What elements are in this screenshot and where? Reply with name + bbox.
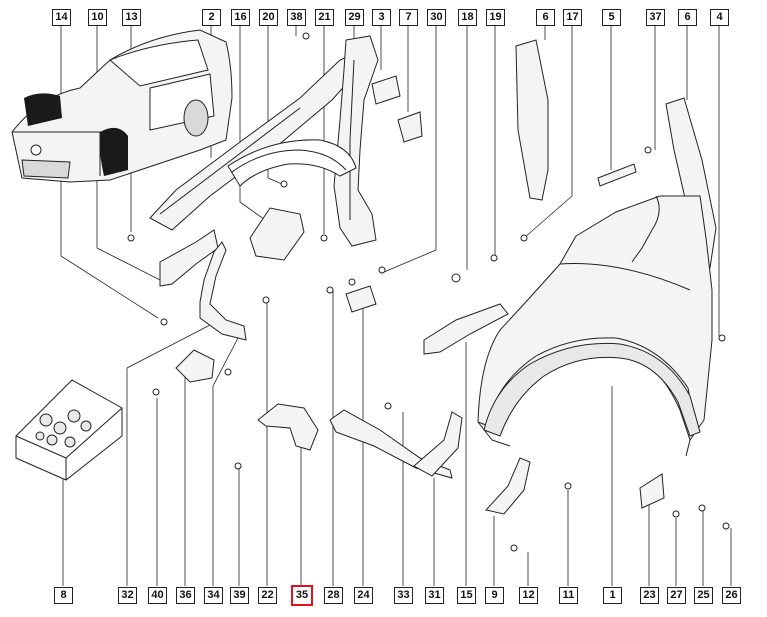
- strip-5: [597, 163, 637, 187]
- bracket-28: [345, 285, 377, 313]
- top-ref-21[interactable]: 21: [315, 9, 334, 26]
- seal-strip-6-left: [515, 39, 549, 201]
- bracket-3: [371, 75, 401, 105]
- bottom-ref-23[interactable]: 23: [640, 587, 659, 604]
- bottom-ref-11[interactable]: 11: [559, 587, 578, 604]
- bracket-9: [485, 457, 531, 515]
- bottom-ref-35[interactable]: 35: [291, 585, 313, 606]
- top-ref-18[interactable]: 18: [458, 9, 477, 26]
- wheel-arch-trim: [483, 342, 701, 437]
- bracket-23: [639, 473, 665, 509]
- bracket-15: [423, 303, 509, 355]
- bottom-ref-27[interactable]: 27: [667, 587, 686, 604]
- bottom-ref-28[interactable]: 28: [324, 587, 343, 604]
- top-ref-6-left[interactable]: 6: [536, 9, 555, 26]
- fastener-kit-box: [15, 379, 123, 481]
- bottom-ref-8[interactable]: 8: [54, 587, 73, 604]
- bottom-ref-36[interactable]: 36: [176, 587, 195, 604]
- bracket-10: [159, 229, 219, 287]
- bottom-ref-9[interactable]: 9: [485, 587, 504, 604]
- top-ref-17[interactable]: 17: [563, 9, 582, 26]
- bottom-ref-31[interactable]: 31: [425, 587, 444, 604]
- top-ref-29[interactable]: 29: [345, 9, 364, 26]
- support-rod: [199, 241, 247, 341]
- top-ref-10[interactable]: 10: [88, 9, 107, 26]
- bottom-ref-15[interactable]: 15: [457, 587, 476, 604]
- bottom-ref-1[interactable]: 1: [603, 587, 622, 604]
- top-ref-3[interactable]: 3: [372, 9, 391, 26]
- bottom-ref-22[interactable]: 22: [258, 587, 277, 604]
- bracket-36: [175, 349, 215, 383]
- top-ref-14[interactable]: 14: [52, 9, 71, 26]
- bracket-31: [413, 411, 463, 477]
- bottom-ref-32[interactable]: 32: [118, 587, 137, 604]
- bottom-ref-40[interactable]: 40: [148, 587, 167, 604]
- bottom-ref-33[interactable]: 33: [394, 587, 413, 604]
- bottom-ref-34[interactable]: 34: [204, 587, 223, 604]
- top-ref-30[interactable]: 30: [427, 9, 446, 26]
- wheel-arch-liner: [227, 139, 357, 187]
- bottom-ref-39[interactable]: 39: [230, 587, 249, 604]
- top-ref-16[interactable]: 16: [231, 9, 250, 26]
- top-ref-13[interactable]: 13: [122, 9, 141, 26]
- top-ref-5[interactable]: 5: [602, 9, 621, 26]
- fasteners: [127, 32, 730, 552]
- top-ref-2[interactable]: 2: [202, 9, 221, 26]
- bottom-ref-24[interactable]: 24: [354, 587, 373, 604]
- top-ref-38[interactable]: 38: [287, 9, 306, 26]
- top-ref-6-right[interactable]: 6: [678, 9, 697, 26]
- front-fender: [477, 195, 713, 457]
- bottom-ref-26[interactable]: 26: [722, 587, 741, 604]
- bracket-7: [397, 111, 423, 143]
- bottom-ref-12[interactable]: 12: [519, 587, 538, 604]
- top-ref-37[interactable]: 37: [646, 9, 665, 26]
- vertical-strut: [333, 35, 379, 247]
- bracket-16: [249, 207, 305, 261]
- top-ref-7[interactable]: 7: [399, 9, 418, 26]
- top-ref-19[interactable]: 19: [486, 9, 505, 26]
- top-ref-4[interactable]: 4: [710, 9, 729, 26]
- bottom-ref-25[interactable]: 25: [694, 587, 713, 604]
- vehicle-location-thumbnail: [11, 29, 233, 183]
- top-ref-20[interactable]: 20: [259, 9, 278, 26]
- bracket-35: [257, 403, 319, 451]
